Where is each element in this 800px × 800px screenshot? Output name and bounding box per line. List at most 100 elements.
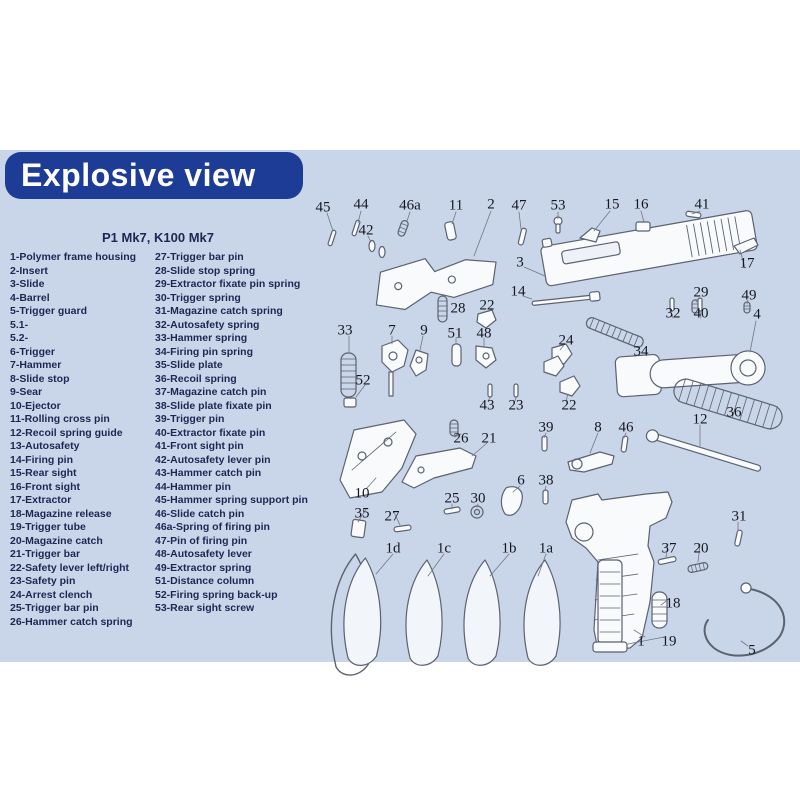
part-item: 8-Slide stop <box>10 372 70 385</box>
part-item: 39-Trigger pin <box>155 413 225 425</box>
callout-label: 18 <box>665 595 681 612</box>
part-item: 5.1- <box>10 318 29 331</box>
callout-label: 51 <box>447 325 463 342</box>
part-item: 11-Rolling cross pin <box>10 413 110 425</box>
part-item: 47-Pin of firing pin <box>155 534 248 547</box>
part-item: 22-Safety lever left/right <box>10 561 130 574</box>
callout-label: 42 <box>358 222 374 239</box>
callout-label: 43 <box>479 397 495 414</box>
callout-label: 14 <box>510 283 526 300</box>
callout-label: 1d <box>385 540 401 557</box>
callout-label: 45 <box>315 199 331 216</box>
part-item: 18-Magazine release <box>10 507 112 520</box>
part-item: 26-Hammer catch spring <box>10 615 133 628</box>
callout-label: 1a <box>538 540 554 557</box>
part-item: 5.2- <box>10 332 29 344</box>
callout-label: 30 <box>470 490 486 507</box>
part-item: 4-Barrel <box>10 291 50 304</box>
callout-label: 39 <box>538 419 554 436</box>
callout-label: 48 <box>476 325 492 342</box>
callout-label: 46a <box>399 197 421 214</box>
part-item: 27-Trigger bar pin <box>155 251 244 263</box>
callout-label: 26 <box>453 430 469 447</box>
callout-label: 5 <box>748 642 756 659</box>
part-item: 28-Slide stop spring <box>155 264 256 277</box>
callout-label: 1b <box>501 540 517 557</box>
part-item: 21-Trigger bar <box>10 548 81 560</box>
part-item: 33-Hammer spring <box>155 332 248 344</box>
callout-label: 28 <box>450 300 466 317</box>
callout-label: 4 <box>753 306 761 323</box>
callout-label: 17 <box>739 255 755 272</box>
callout-label: 44 <box>353 196 369 213</box>
part-item: 19-Trigger tube <box>10 521 86 533</box>
callout-label: 16 <box>633 196 649 213</box>
callout-label: 29 <box>693 284 709 301</box>
callout-label: 49 <box>741 287 757 304</box>
part-item: 46a-Spring of firing pin <box>155 521 270 533</box>
part-item: 16-Front sight <box>10 480 80 493</box>
part-item: 40-Extractor fixate pin <box>155 426 266 439</box>
callout-label: 53 <box>550 197 566 214</box>
callout-label: 41 <box>694 196 710 213</box>
callout-label: 47 <box>511 197 527 214</box>
callout-label: 20 <box>693 540 709 557</box>
part-item: 49-Extractor spring <box>155 561 252 574</box>
title-banner: Explosive view <box>5 152 303 199</box>
callout-label: 22 <box>561 397 577 414</box>
callout-label: 24 <box>558 332 574 349</box>
part-item: 25-Trigger bar pin <box>10 602 99 614</box>
part-item: 46-Slide catch pin <box>155 507 245 520</box>
callout-label: 37 <box>661 540 677 557</box>
callout-label: 35 <box>354 505 370 522</box>
part-item: 48-Autosafety lever <box>155 548 252 560</box>
part-item: 31-Magazine catch spring <box>155 305 283 317</box>
part-item: 52-Firing spring back-up <box>155 588 278 601</box>
part-item: 15-Rear sight <box>10 467 77 479</box>
callout-label: 2 <box>487 196 495 213</box>
callout-label: 27 <box>384 508 400 525</box>
part-item: 24-Arrest clench <box>10 588 93 601</box>
part-item: 12-Recoil spring guide <box>10 426 123 439</box>
model-subtitle: P1 Mk7, K100 Mk7 <box>101 230 214 245</box>
part-item: 9-Sear <box>10 386 43 398</box>
part-item: 53-Rear sight screw <box>155 602 255 614</box>
callout-label: 11 <box>448 197 464 214</box>
callout-label: 7 <box>388 322 396 339</box>
part-item: 10-Ejector <box>10 399 61 412</box>
callout-label: 6 <box>517 472 525 489</box>
part-item: 5-Trigger guard <box>10 305 88 317</box>
callout-label: 31 <box>731 508 747 525</box>
callout-label: 36 <box>726 404 742 421</box>
part-item: 20-Magazine catch <box>10 534 103 547</box>
part-item: 35-Slide plate <box>155 359 223 371</box>
part-item: 23-Safety pin <box>10 575 76 587</box>
callout-label: 32 <box>665 305 681 322</box>
part-item: 29-Extractor fixate pin spring <box>155 278 301 290</box>
callout-label: 9 <box>420 322 428 339</box>
callout-label: 15 <box>604 196 620 213</box>
callout-label: 22 <box>479 297 495 314</box>
part-item: 41-Front sight pin <box>155 440 244 452</box>
part-item: 7-Hammer <box>10 359 62 371</box>
callout-label: 3 <box>516 254 524 271</box>
callout-label: 34 <box>633 343 649 360</box>
part-item: 45-Hammer spring support pin <box>155 494 308 506</box>
callout-label: 10 <box>354 485 370 502</box>
part-item: 42-Autosafety lever pin <box>155 453 271 466</box>
part-item: 44-Hammer pin <box>155 480 231 493</box>
callout-label: 8 <box>594 419 602 436</box>
part-item: 14-Firing pin <box>10 453 73 466</box>
callout-label: 40 <box>693 305 709 322</box>
callout-label: 12 <box>692 411 708 428</box>
part-item: 6-Trigger <box>10 345 55 358</box>
part-item: 2-Insert <box>10 264 48 277</box>
part-item: 3-Slide <box>10 278 45 290</box>
part-item: 34-Firing pin spring <box>155 345 254 358</box>
callout-label: 25 <box>444 490 460 507</box>
callout-label: 52 <box>355 372 371 389</box>
